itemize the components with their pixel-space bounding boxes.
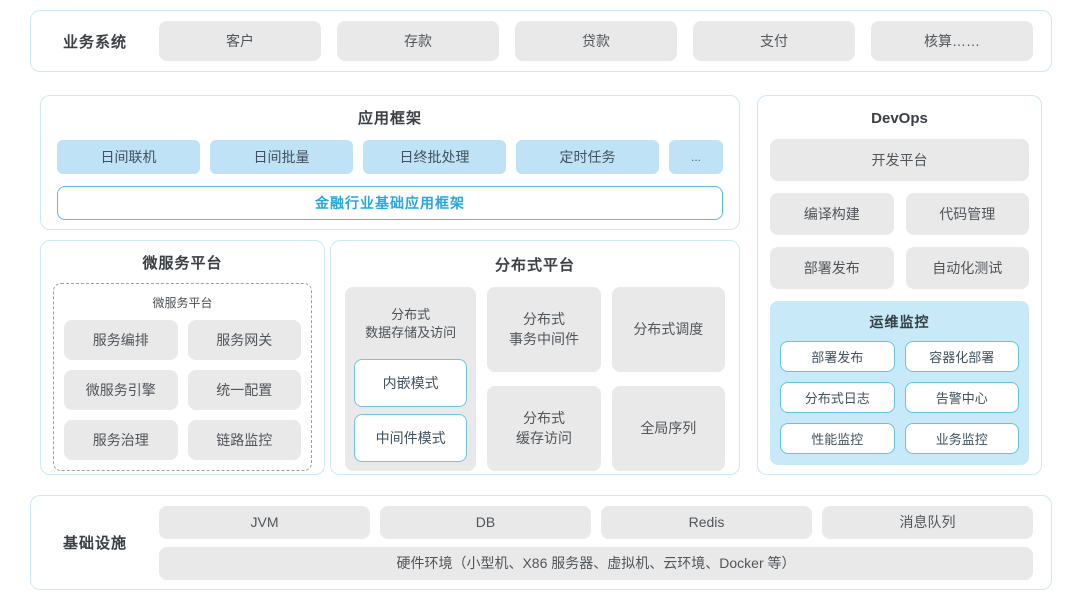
- devops-item-code-mgmt: 代码管理: [905, 193, 1029, 235]
- infra-item-db: DB: [380, 505, 591, 539]
- app-item-more: ...: [669, 140, 723, 174]
- dist-item-scheduler: 分布式调度: [611, 287, 725, 372]
- ops-item-business-monitor: 业务监控: [904, 423, 1019, 454]
- app-item-scheduled-tasks: 定时任务: [516, 140, 659, 174]
- dist-item-tx-middleware: 分布式 事务中间件: [487, 287, 601, 372]
- infra-item-mq: 消息队列: [822, 505, 1033, 539]
- ops-monitor-grid: 部署发布 容器化部署 分布式日志 告警中心 性能监控 业务监控: [780, 341, 1019, 454]
- business-systems-label: 业务系统: [62, 33, 127, 51]
- ops-monitor-panel: 运维监控 部署发布 容器化部署 分布式日志 告警中心 性能监控 业务监控: [770, 301, 1029, 465]
- infrastructure-label: 基础设施: [62, 535, 127, 552]
- business-item-loan: 贷款: [515, 21, 677, 61]
- devops-grid: 编译构建 代码管理 部署发布 自动化测试: [770, 193, 1029, 289]
- infra-item-jvm: JVM: [159, 505, 370, 539]
- app-framework-title: 应用框架: [357, 110, 422, 127]
- ops-item-deploy-release: 部署发布: [780, 341, 895, 372]
- business-item-customer: 客户: [159, 21, 321, 61]
- microservice-inner-box: 微服务平台 服务编排 服务网关 微服务引擎 统一配置 服务治理 链路监控: [53, 283, 312, 471]
- devops-title: DevOps: [871, 110, 928, 127]
- storage-mode-middleware: 中间件模式: [354, 414, 468, 462]
- business-systems-section: 业务系统 客户 存款 贷款 支付 核算……: [30, 10, 1052, 72]
- ms-item-unified-config: 统一配置: [187, 370, 301, 410]
- app-item-daytime-online: 日间联机: [57, 140, 200, 174]
- infra-item-redis: Redis: [601, 505, 812, 539]
- distributed-storage-box: 分布式 数据存储及访问 内嵌模式 中间件模式: [345, 287, 477, 471]
- app-item-eod-batch: 日终批处理: [363, 140, 506, 174]
- ms-item-trace-monitor: 链路监控: [187, 420, 301, 460]
- infrastructure-section: 基础设施 JVM DB Redis 消息队列 硬件环境（小型机、X86 服务器、…: [30, 495, 1052, 590]
- distributed-columns: 分布式 数据存储及访问 内嵌模式 中间件模式 分布式 事务中间件 分布式 缓存访…: [345, 287, 725, 471]
- ops-item-container-deploy: 容器化部署: [904, 341, 1019, 372]
- app-framework-row: 日间联机 日间批量 日终批处理 定时任务 ...: [41, 140, 739, 174]
- business-item-payment: 支付: [693, 21, 855, 61]
- ops-monitor-title: 运维监控: [869, 314, 930, 330]
- microservice-grid: 服务编排 服务网关 微服务引擎 统一配置 服务治理 链路监控: [64, 320, 301, 460]
- dist-item-cache-access: 分布式 缓存访问: [487, 386, 601, 471]
- business-item-accounting: 核算……: [871, 21, 1033, 61]
- devops-item-build: 编译构建: [770, 193, 894, 235]
- distributed-title: 分布式平台: [494, 257, 575, 274]
- devops-item-auto-test: 自动化测试: [905, 247, 1029, 289]
- infrastructure-row: JVM DB Redis 消息队列: [159, 505, 1033, 539]
- app-item-daytime-batch: 日间批量: [210, 140, 353, 174]
- devops-item-dev-platform: 开发平台: [770, 139, 1029, 181]
- business-item-deposit: 存款: [337, 21, 499, 61]
- microservice-inner-title: 微服务平台: [152, 296, 213, 310]
- dist-item-global-sequence: 全局序列: [611, 386, 725, 471]
- app-framework-section: 应用框架 日间联机 日间批量 日终批处理 定时任务 ... 金融行业基础应用框架: [40, 95, 740, 230]
- ms-item-governance: 服务治理: [64, 420, 178, 460]
- distributed-right-column: 分布式调度 全局序列: [611, 287, 725, 471]
- devops-section: DevOps 开发平台 编译构建 代码管理 部署发布 自动化测试 运维监控 部署…: [757, 95, 1042, 475]
- devops-item-deploy: 部署发布: [770, 247, 894, 289]
- infrastructure-rows: JVM DB Redis 消息队列 硬件环境（小型机、X86 服务器、虚拟机、云…: [159, 505, 1033, 580]
- distributed-section: 分布式平台 分布式 数据存储及访问 内嵌模式 中间件模式 分布式 事务中间件 分…: [330, 240, 740, 475]
- business-systems-row: 客户 存款 贷款 支付 核算……: [159, 21, 1033, 61]
- microservice-title: 微服务平台: [142, 255, 223, 272]
- infra-hardware-env: 硬件环境（小型机、X86 服务器、虚拟机、云环境、Docker 等）: [159, 546, 1033, 580]
- distributed-middle-column: 分布式 事务中间件 分布式 缓存访问: [487, 287, 601, 471]
- ms-item-orchestration: 服务编排: [64, 320, 178, 360]
- ops-item-perf-monitor: 性能监控: [780, 423, 895, 454]
- microservice-section: 微服务平台 微服务平台 服务编排 服务网关 微服务引擎 统一配置 服务治理 链路…: [40, 240, 325, 475]
- storage-mode-embedded: 内嵌模式: [354, 359, 468, 407]
- ops-item-alert-center: 告警中心: [904, 382, 1019, 413]
- distributed-storage-title: 分布式 数据存储及访问: [365, 306, 457, 340]
- finance-base-framework-banner: 金融行业基础应用框架: [57, 186, 723, 220]
- ops-item-distributed-log: 分布式日志: [780, 382, 895, 413]
- ms-item-gateway: 服务网关: [187, 320, 301, 360]
- ms-item-engine: 微服务引擎: [64, 370, 178, 410]
